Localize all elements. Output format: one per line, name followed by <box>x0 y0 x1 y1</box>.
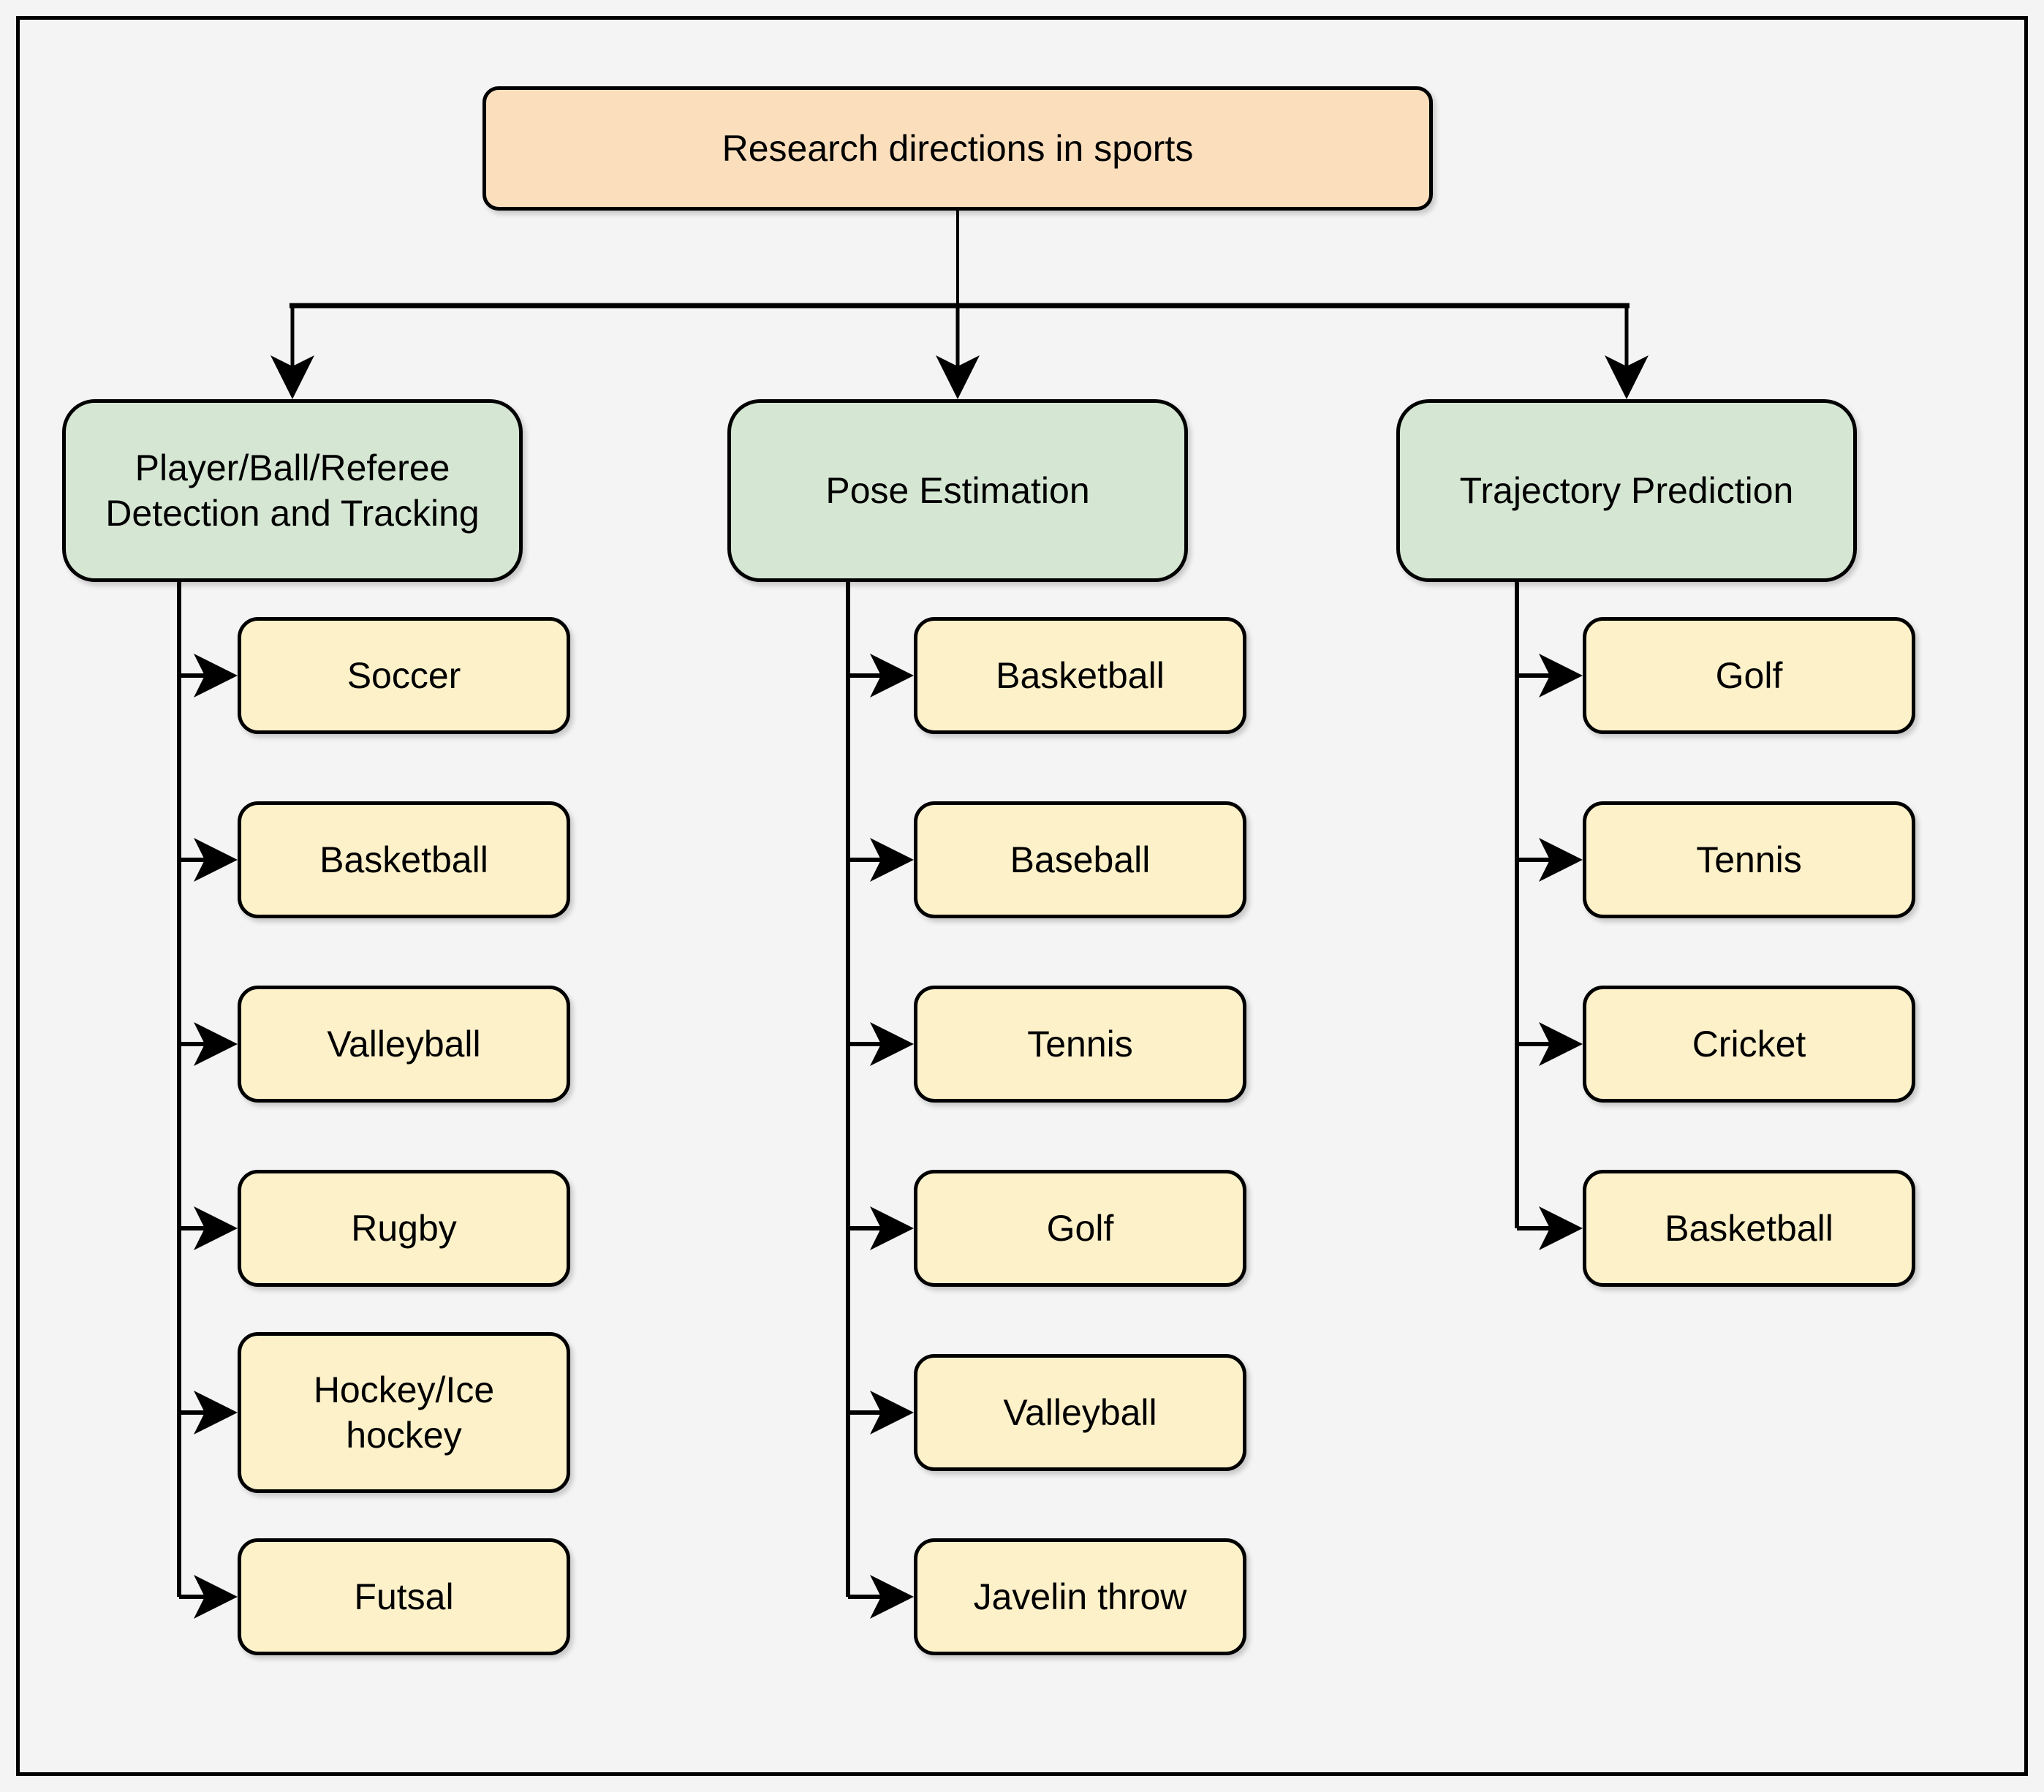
left-arrowheads <box>194 654 238 1619</box>
node-pose-golf: Golf <box>914 1170 1246 1287</box>
node-traj-cricket: Cricket <box>1583 986 1915 1103</box>
node-pose-javelin-throw: Javelin throw <box>914 1538 1246 1655</box>
node-trajectory-prediction: Trajectory Prediction <box>1396 399 1857 582</box>
node-det-futsal: Futsal <box>238 1538 570 1655</box>
child-label: Tennis <box>1027 1023 1133 1065</box>
child-label: Soccer <box>347 654 461 696</box>
node-pose-estimation: Pose Estimation <box>727 399 1188 582</box>
child-label: Tennis <box>1696 839 1802 880</box>
outer-border <box>16 16 2028 1776</box>
right-trunk <box>1515 582 1552 1230</box>
child-label: Basketball <box>1665 1207 1833 1249</box>
node-player-ball-referee-detection-tracking: Player/Ball/Referee Detection and Tracki… <box>62 399 523 582</box>
node-research-directions: Research directions in sports <box>482 86 1433 211</box>
node-pose-baseball: Baseball <box>914 801 1246 918</box>
branch-label: Trajectory Prediction <box>1459 469 1794 511</box>
node-det-rugby: Rugby <box>238 1170 570 1287</box>
branch-label: Pose Estimation <box>825 469 1090 511</box>
node-det-basketball: Basketball <box>238 801 570 918</box>
node-traj-golf: Golf <box>1583 617 1915 734</box>
node-det-valleyball: Valleyball <box>238 986 570 1103</box>
left-trunk <box>177 582 207 1599</box>
node-pose-basketball: Basketball <box>914 617 1246 734</box>
node-det-soccer: Soccer <box>238 617 570 734</box>
child-label: Rugby <box>351 1207 457 1249</box>
child-label: Futsal <box>354 1576 454 1617</box>
node-traj-basketball: Basketball <box>1583 1170 1915 1287</box>
child-label: Basketball <box>996 654 1165 696</box>
child-label: Basketball <box>319 839 488 880</box>
branch-arrowheads <box>270 355 1649 399</box>
node-traj-tennis: Tennis <box>1583 801 1915 918</box>
child-label: Valleyball <box>327 1023 481 1065</box>
root-label: Research directions in sports <box>722 127 1194 169</box>
branch-label: Player/Ball/Referee Detection and Tracki… <box>105 447 480 534</box>
node-pose-tennis: Tennis <box>914 986 1246 1103</box>
child-label: Golf <box>1046 1207 1114 1249</box>
child-label: Cricket <box>1692 1023 1806 1065</box>
node-pose-valleyball: Valleyball <box>914 1354 1246 1471</box>
right-arrowheads <box>1539 654 1583 1250</box>
child-label: Javelin throw <box>973 1576 1187 1617</box>
middle-trunk <box>846 582 883 1599</box>
child-label: Baseball <box>1010 839 1151 880</box>
root-connectors <box>289 211 1629 368</box>
node-det-hockey-ice-hockey: Hockey/Ice hockey <box>238 1332 570 1493</box>
child-label: Hockey/Ice hockey <box>313 1369 495 1456</box>
middle-arrowheads <box>870 654 914 1619</box>
child-label: Golf <box>1715 654 1783 696</box>
child-label: Valleyball <box>1003 1391 1157 1433</box>
